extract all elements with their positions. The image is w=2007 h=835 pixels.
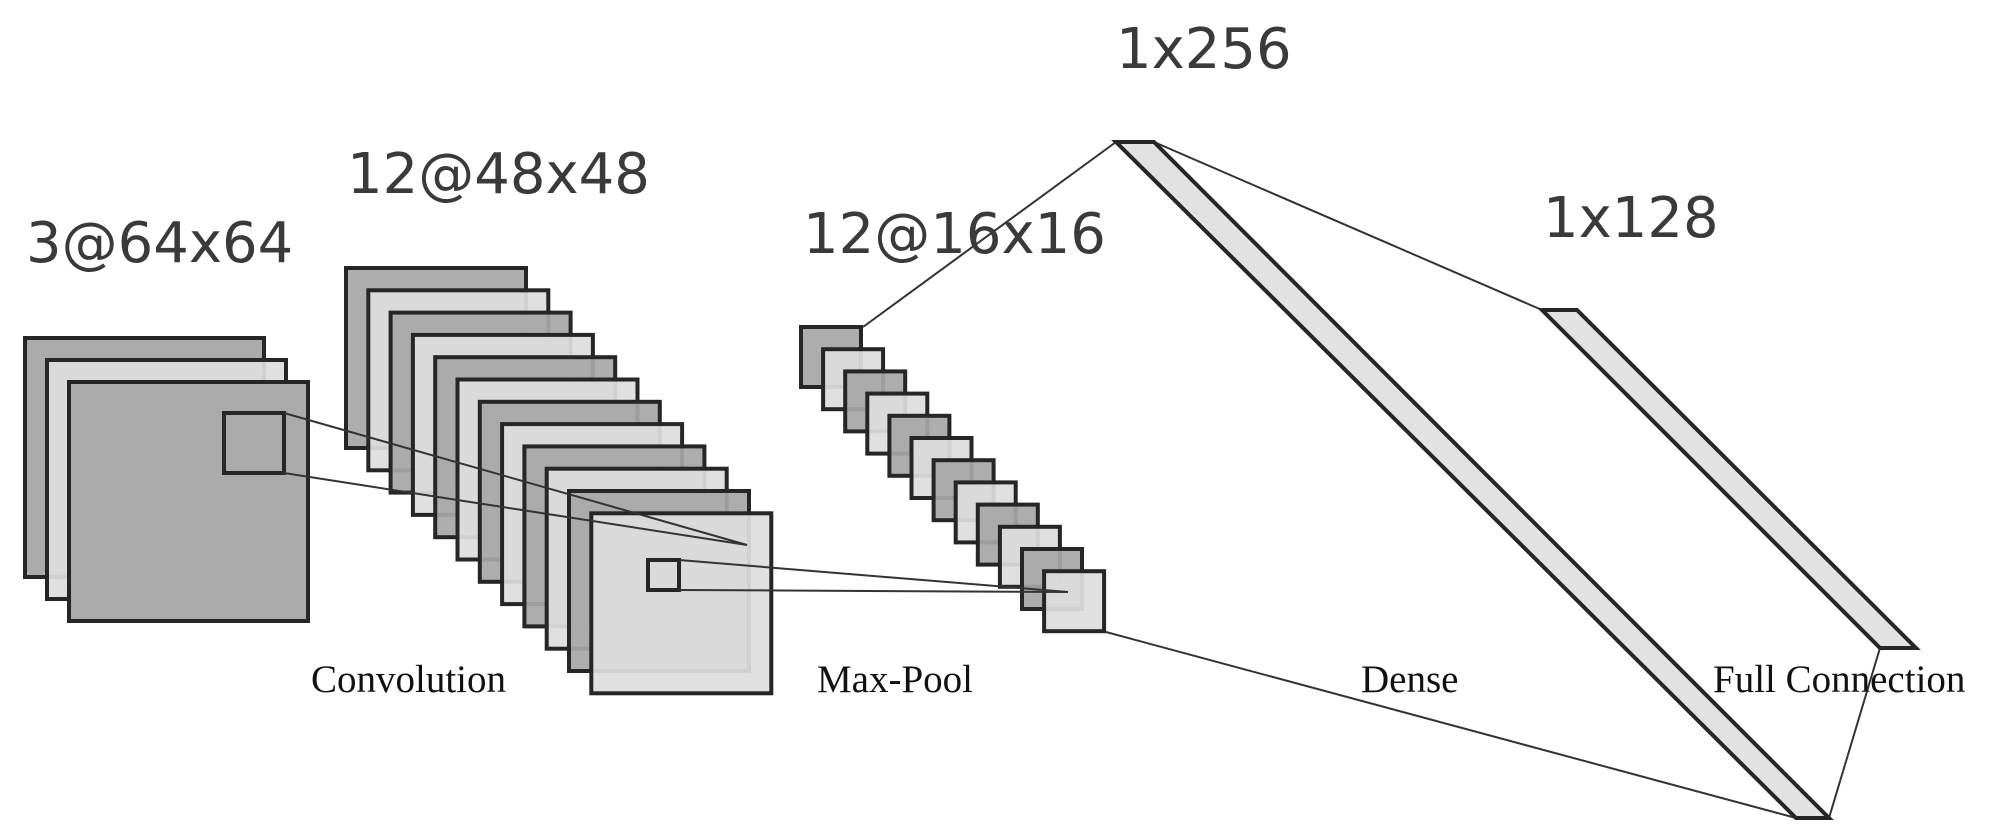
dense256-dim-label: 1x256 <box>1116 17 1292 82</box>
dense-layer-256 <box>1111 140 1834 820</box>
pool-layer <box>799 325 1107 634</box>
input-map-3 <box>67 380 310 623</box>
dense-vector-256 <box>1111 140 1834 820</box>
conv-projection-top <box>283 412 748 546</box>
conv-map-12 <box>589 511 774 696</box>
dense-connection-bottom <box>1105 631 1797 819</box>
connections <box>283 141 1881 819</box>
conv-projection-bottom <box>283 472 748 546</box>
full-connection-label: Full Connection <box>1713 658 1965 701</box>
pool-projection-top <box>678 559 1069 593</box>
conv-dim-label: 12@48x48 <box>347 142 650 207</box>
input-dim-label: 3@64x64 <box>26 211 293 276</box>
dense-connection-top <box>862 141 1117 328</box>
pool-projection-bottom <box>678 589 1069 593</box>
conv-kernel <box>646 558 681 592</box>
input-kernel <box>222 411 286 475</box>
dense128-dim-label: 1x128 <box>1543 186 1719 251</box>
pool-map-12 <box>1042 569 1107 634</box>
input-layer <box>23 336 310 623</box>
convolution-label: Convolution <box>311 658 506 701</box>
full-connection-bottom <box>1828 647 1881 819</box>
pool-dim-label: 12@16x16 <box>803 202 1106 267</box>
maxpool-label: Max-Pool <box>817 658 973 701</box>
dense-layer-128 <box>1537 308 1921 650</box>
dense-label: Dense <box>1361 658 1458 701</box>
conv-layer <box>344 266 774 696</box>
dense-vector-128 <box>1537 308 1921 650</box>
full-connection-top <box>1153 141 1543 311</box>
